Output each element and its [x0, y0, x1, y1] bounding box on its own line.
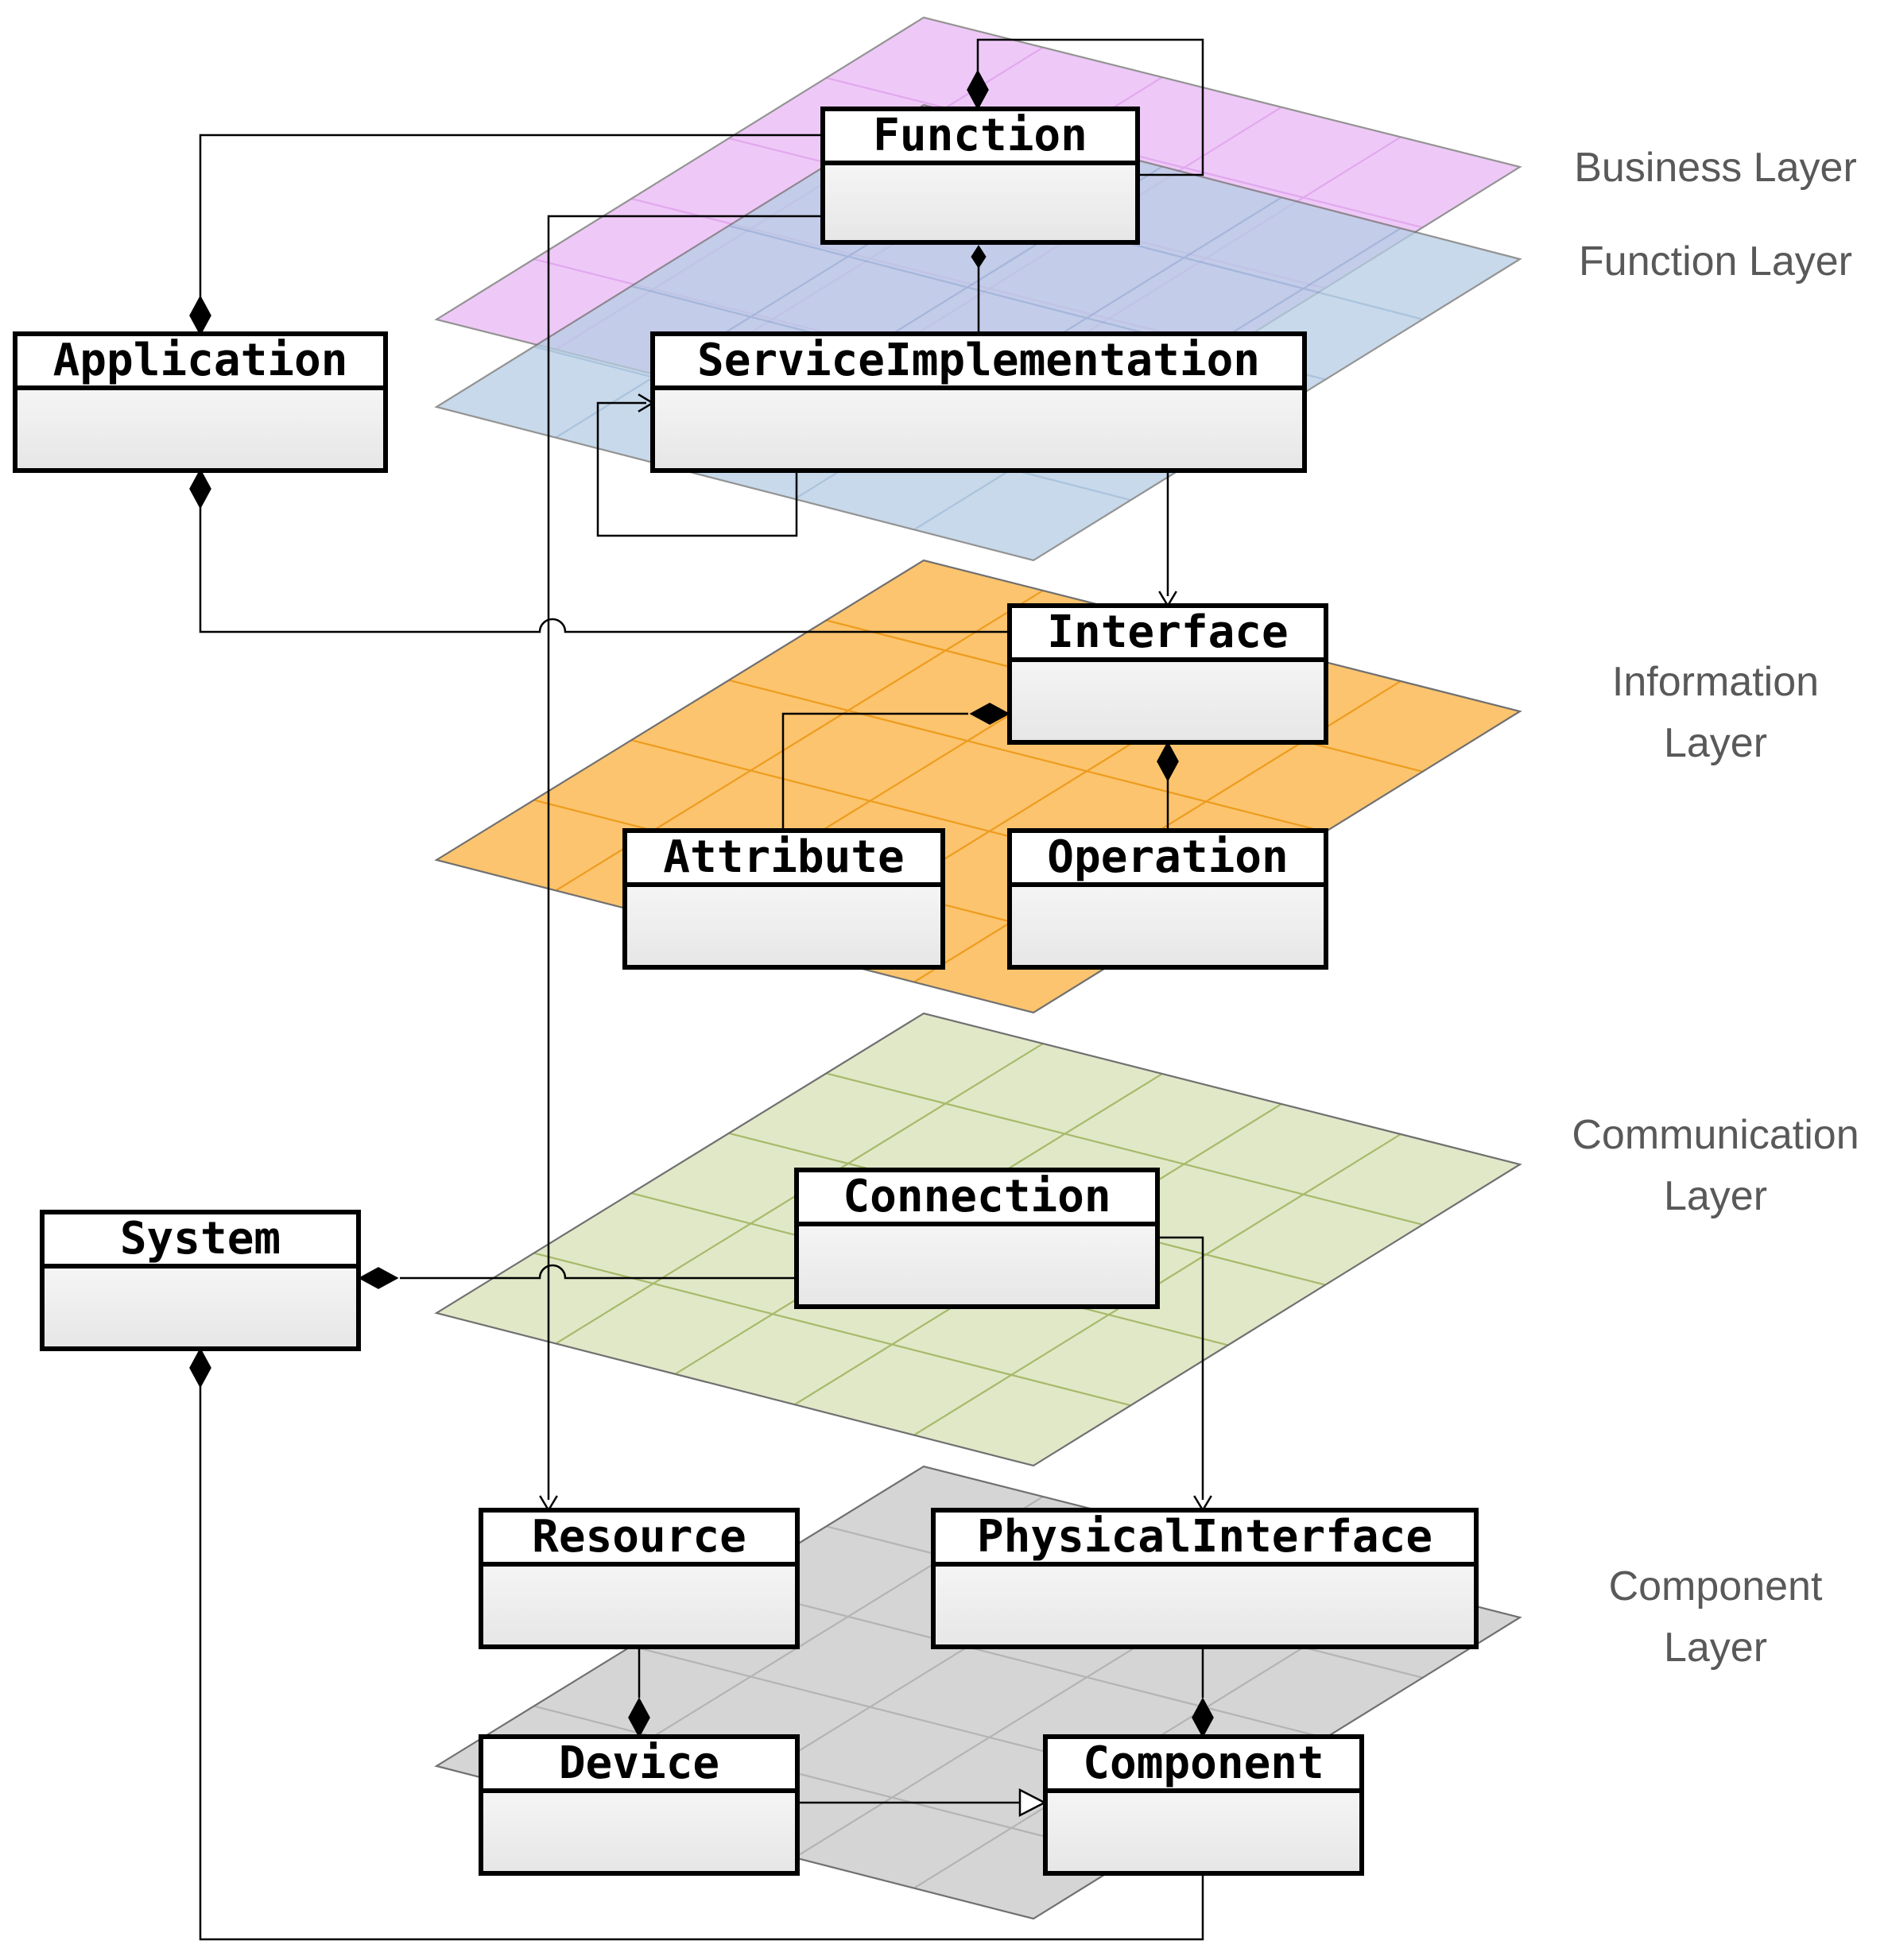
- composition-diamond-interface-left: [969, 703, 1010, 725]
- layer-label-component-line-1: Component: [1609, 1563, 1823, 1609]
- class-box-application[interactable]: Application: [13, 331, 388, 473]
- edge-attribute-interface-composition: [781, 712, 968, 831]
- edge-function-application-composition: [199, 134, 823, 299]
- composition-diamond-application-bottom: [189, 468, 211, 509]
- composition-diamond-function-bottom: [971, 245, 987, 269]
- class-name-connection: Connection: [843, 1171, 1111, 1222]
- edge-interface-application-composition: [199, 505, 1010, 633]
- class-name-resource: Resource: [532, 1511, 746, 1563]
- class-box-operation[interactable]: Operation: [1007, 828, 1328, 970]
- edge-serviceimpl-self-association: [596, 401, 798, 537]
- layer-label-communication-line-2: Layer: [1664, 1173, 1767, 1219]
- composition-diamond-function-top: [967, 69, 989, 110]
- edge-function-self-composition: [976, 38, 1204, 176]
- association-arrow-resource-top: [539, 1495, 558, 1513]
- composition-diamond-interface-bottom: [1157, 741, 1179, 782]
- class-box-serviceimpl[interactable]: ServiceImplementation: [650, 331, 1307, 473]
- class-box-component[interactable]: Component: [1043, 1734, 1364, 1876]
- class-name-operation: Operation: [1047, 831, 1288, 883]
- class-box-device[interactable]: Device: [479, 1734, 800, 1876]
- class-box-attribute[interactable]: Attribute: [622, 828, 945, 970]
- association-arrow-physicalinterface-top: [1193, 1495, 1212, 1513]
- composition-diamond-system-right: [358, 1267, 399, 1289]
- class-box-system[interactable]: System: [40, 1210, 361, 1351]
- edge-connection-physicalinterface-association: [1157, 1236, 1204, 1500]
- class-name-attribute: Attribute: [663, 831, 904, 883]
- layer-label-component-line-2: Layer: [1664, 1625, 1767, 1671]
- class-name-device: Device: [559, 1737, 719, 1789]
- class-name-serviceimpl: ServiceImplementation: [697, 335, 1260, 386]
- edge-connection-system-composition: [400, 1264, 797, 1280]
- relationship-markers: [189, 69, 1214, 1818]
- class-name-component: Component: [1083, 1737, 1324, 1789]
- layer-label-business: Business Layer: [1574, 145, 1857, 191]
- composition-diamond-application-top: [189, 295, 211, 336]
- composition-diamond-component-top: [1192, 1697, 1214, 1738]
- layer-label-information-line-2: Layer: [1664, 720, 1767, 766]
- edge-component-system-composition: [199, 1383, 1204, 1941]
- association-arrow-serviceimpl-self: [638, 393, 655, 413]
- class-box-resource[interactable]: Resource: [479, 1508, 800, 1649]
- class-box-interface[interactable]: Interface: [1007, 603, 1328, 745]
- class-box-physicalinterface[interactable]: PhysicalInterface: [931, 1508, 1479, 1649]
- class-name-physicalinterface: PhysicalInterface: [977, 1511, 1432, 1563]
- composition-diamond-system-bottom: [189, 1347, 211, 1389]
- class-name-system: System: [120, 1213, 281, 1265]
- layer-plane-information: [434, 559, 1522, 1014]
- generalization-triangle-component-left: [1018, 1788, 1047, 1818]
- class-box-connection[interactable]: Connection: [794, 1168, 1160, 1309]
- class-name-application: Application: [53, 335, 348, 386]
- association-arrow-interface-top: [1158, 591, 1177, 608]
- class-name-interface: Interface: [1047, 606, 1288, 658]
- relationship-connectors: [199, 38, 1204, 1941]
- layer-label-information-line-1: Information: [1612, 659, 1819, 705]
- composition-diamond-device-top: [628, 1697, 650, 1738]
- class-name-function: Function: [873, 110, 1087, 161]
- edge-function-resource-association: [547, 215, 823, 1500]
- class-box-function[interactable]: Function: [820, 107, 1140, 245]
- layer-label-communication-line-1: Communication: [1572, 1112, 1859, 1158]
- layer-label-function: Function Layer: [1579, 238, 1852, 285]
